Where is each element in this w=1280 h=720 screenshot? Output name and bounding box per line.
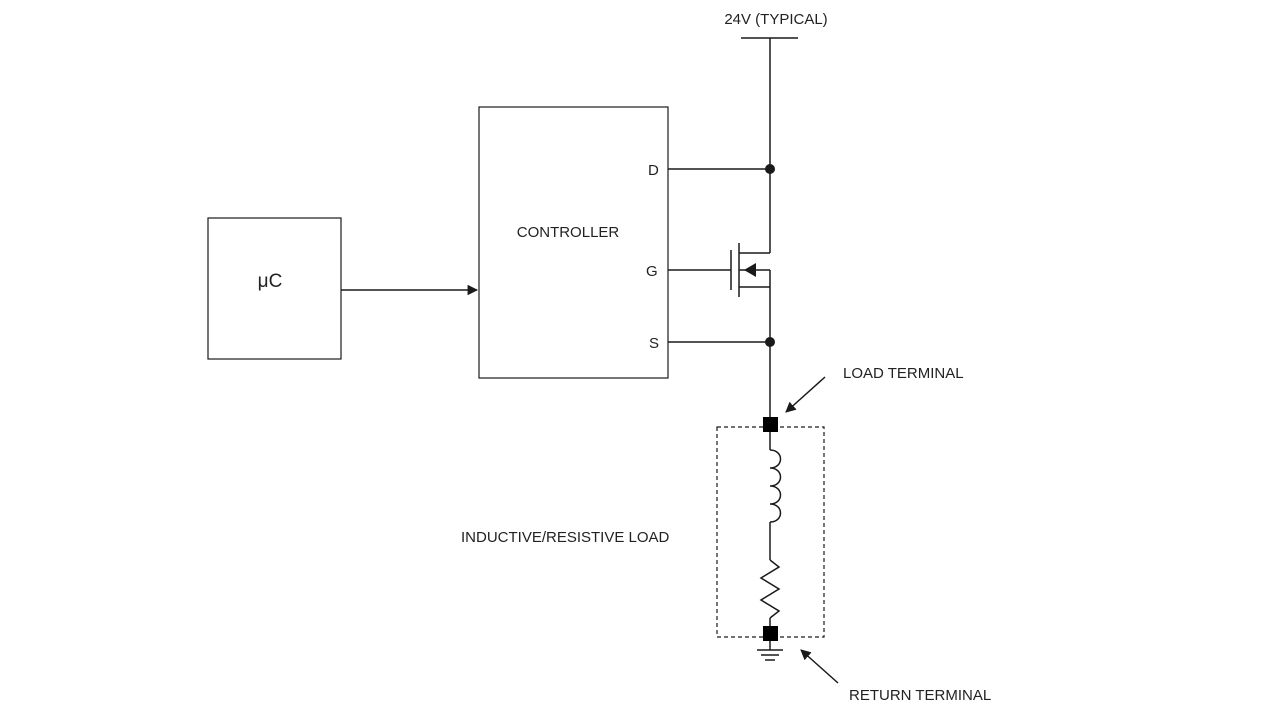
resistor-symbol — [759, 559, 781, 627]
controller-block — [478, 106, 669, 379]
supply-label: 24V (TYPICAL) — [724, 11, 827, 28]
mosfet-symbol — [730, 169, 771, 342]
load-terminal-label: LOAD TERMINAL — [843, 365, 964, 382]
load-terminal-pointer — [785, 376, 826, 413]
load-enclosure — [716, 426, 825, 638]
microcontroller-block — [207, 217, 342, 360]
load-terminal — [763, 417, 778, 432]
return-terminal — [763, 626, 778, 641]
ground-icon — [757, 641, 783, 661]
return-terminal-label: RETURN TERMINAL — [849, 687, 991, 704]
controller-label: CONTROLLER — [517, 224, 620, 241]
return-terminal-pointer — [800, 649, 839, 684]
pin-g-label: G — [646, 263, 658, 280]
inductor-symbol — [769, 432, 782, 560]
microcontroller-label: μC — [258, 271, 283, 292]
pin-s-label: S — [649, 335, 659, 352]
pin-d-label: D — [648, 162, 659, 179]
load-label: INDUCTIVE/RESISTIVE LOAD — [461, 529, 670, 546]
